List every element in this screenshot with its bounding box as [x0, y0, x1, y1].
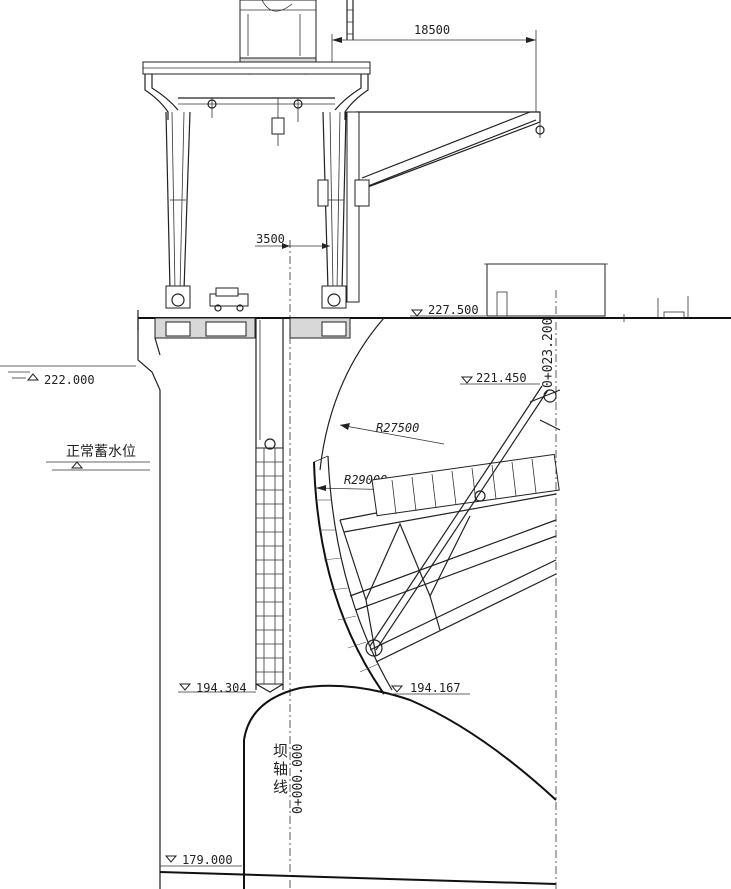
elevation-radial-sill: 194.167 [388, 681, 470, 695]
elevation-gate-sill: 194.304 [178, 681, 256, 695]
dam-axis-char-3: 线 [273, 778, 288, 796]
normal-pool-label: 正常蓄水位 [66, 444, 136, 460]
trolley-cab [239, 0, 317, 59]
radial-gate [313, 385, 561, 695]
dimension-axis-offset: 3500 [255, 232, 330, 249]
dam-axis-station-label: 0+000.000 [291, 744, 306, 814]
dimension-top-span-label: 18500 [414, 23, 450, 37]
dam-axis-char-1: 坝 [273, 742, 288, 760]
radial-station-label: 0+023.200 [541, 318, 556, 388]
elevation-trunnion: 221.450 [460, 371, 540, 385]
deck [137, 296, 731, 339]
elevation-water-check-label: 222.000 [44, 373, 95, 387]
dam-axis-annotation: 坝 轴 线 0+000.000 [273, 742, 306, 814]
elevation-foundation: 179.000 [160, 853, 242, 867]
dimension-top-span: 18500 [331, 23, 537, 112]
deck-vehicle [209, 287, 249, 312]
elevation-foundation-label: 179.000 [182, 853, 233, 867]
radial-station-line: 0+023.200 [541, 290, 557, 889]
dimension-axis-offset-label: 3500 [256, 232, 285, 246]
gantry-crane [142, 0, 545, 309]
elevation-water-check: 222.000 [0, 365, 136, 387]
radius-inner-label: R27500 [376, 421, 419, 435]
dam-pier [137, 318, 557, 889]
elevation-radial-sill-label: 194.167 [410, 681, 461, 695]
elevation-deck-label: 227.500 [428, 303, 479, 317]
radial-gate-radius: R27500 R29000 [315, 317, 445, 491]
spillway-crest [243, 684, 557, 889]
machine-house [484, 263, 608, 317]
elevation-deck: 227.500 [410, 303, 486, 317]
bulkhead-gate [255, 438, 284, 693]
elevation-gate-sill-label: 194.304 [196, 681, 247, 695]
dam-axis-char-2: 轴 [273, 760, 288, 778]
elevation-trunnion-label: 221.450 [476, 371, 527, 385]
normal-pool-level: 正常蓄水位 [46, 444, 150, 471]
